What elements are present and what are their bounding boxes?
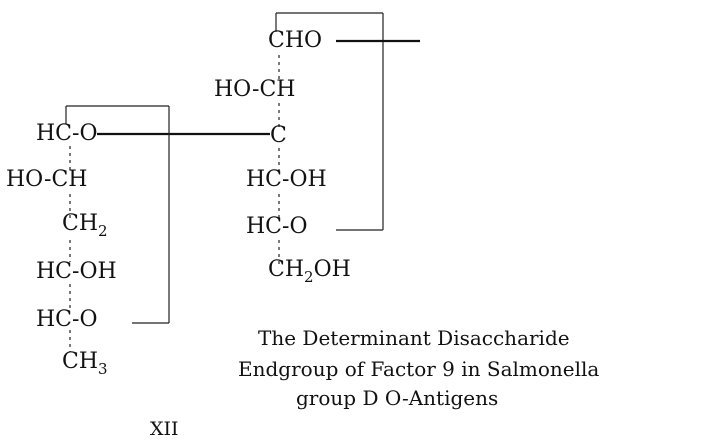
caption-line-1: The Determinant Disaccharide [258, 326, 570, 350]
right-c4-label: HC-OH [246, 167, 327, 192]
left-c5-label: HC-O [36, 307, 98, 332]
right-c2-label: HO-CH [214, 77, 296, 102]
left-c1-label: HC-O [36, 121, 98, 146]
compound-label: XII [150, 418, 179, 440]
right-c1-label: CHO [268, 28, 323, 53]
left-c2-label: HO-CH [6, 167, 88, 192]
caption-line-3: group D O-Antigens [296, 386, 499, 410]
left-c6-label: CH3 [62, 349, 108, 379]
left-c4-label: HC-OH [36, 259, 117, 284]
right-c3-label: C [270, 123, 287, 148]
caption-line-2: Endgroup of Factor 9 in Salmonella [238, 357, 600, 381]
left-c3-label: CH2 [62, 211, 108, 241]
right-c6-label: CH2OH [268, 257, 351, 287]
right-c5-label: HC-O [246, 214, 308, 239]
